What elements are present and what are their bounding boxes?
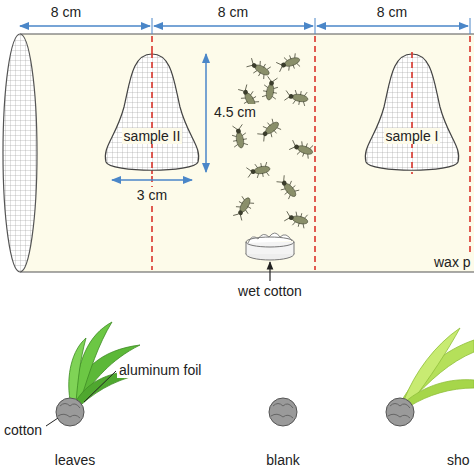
callout-label: wax p [432,254,473,270]
insect [246,162,271,180]
insect [284,209,310,228]
insect [284,89,309,107]
wet-cotton-dish [246,233,294,260]
leader-line [46,418,58,426]
dimension-arrow [112,179,192,181]
division-line [469,36,471,270]
dimension-arrow [317,25,468,27]
tube-body [20,34,474,272]
blank-sample [269,398,297,426]
sample-holder: sample II [102,52,202,174]
dimension-arrow [205,54,207,172]
insects [231,53,315,229]
dimension: 8 cm [49,4,83,20]
mesh-end [3,34,37,272]
insect [246,56,273,80]
sample-name: sho [445,452,472,468]
leader-line [84,371,116,402]
dimension-tick [470,18,471,34]
dimension: 3 cm [135,187,169,203]
dimension: 4.5 cm [212,104,258,120]
pear-outline [362,52,462,174]
leader-arrow [269,262,270,281]
dimension-arrow [20,25,150,27]
insect [289,138,315,159]
dimension-arrow [154,25,313,27]
callout-label: wet cotton [236,283,304,299]
sample-name: leaves [53,452,97,468]
division-line [314,36,316,270]
tube-edge [20,271,474,272]
insect [276,53,302,74]
pear-outline [102,52,202,174]
sample-holder: sample I [362,52,462,174]
sample-label: sample I [384,128,441,144]
insect [231,124,249,149]
sample-name: blank [264,452,301,468]
dimension-tick [152,18,153,34]
insect [275,174,301,201]
dimension-tick [315,18,316,34]
insect [231,195,255,222]
shoots-sample [386,328,474,426]
dimension: 8 cm [375,4,409,20]
insect [256,117,283,143]
callout-label: cotton [2,422,44,438]
sample-label: sample II [122,128,183,144]
tube-edge [20,33,474,34]
dimension: 8 cm [216,4,250,20]
insect [262,76,280,101]
callout-label: aluminum foil [117,362,203,378]
